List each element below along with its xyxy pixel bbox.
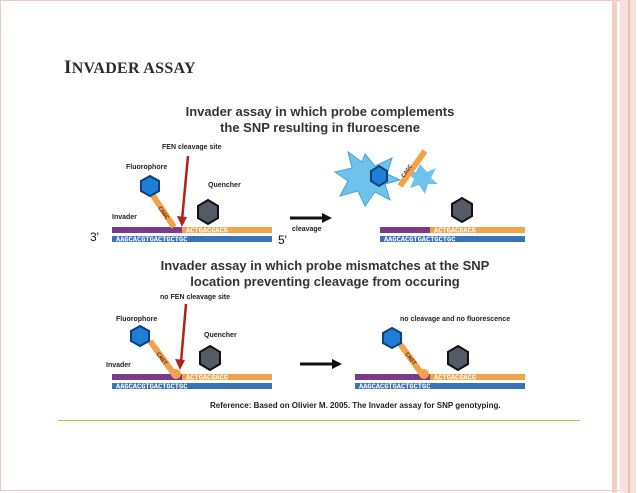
seq-top-left-lower: AAGCACGTGACTGCTGC: [116, 237, 187, 245]
fen-arrowhead-icon: [177, 216, 187, 227]
no-cleavage-arrowhead-icon: [332, 359, 342, 369]
seq-top-right-upper: ACTGACGACG: [434, 228, 476, 236]
fluorophore-icon: [140, 174, 160, 198]
fluorophore-label: Fluorophore: [116, 316, 158, 323]
slide-decor-stripe: [612, 0, 617, 493]
quencher-icon: [447, 344, 469, 372]
slide-title: INVADER ASSAY: [64, 57, 196, 79]
target-strand: [112, 383, 272, 389]
quencher-icon: [199, 344, 221, 372]
cleaved-flap: [397, 149, 428, 188]
seq-top-left-upper: ACTGACGACG: [186, 228, 228, 236]
probe-flap: [147, 339, 177, 376]
fluorophore-icon: [382, 326, 402, 350]
invader-label: Invader: [112, 214, 137, 221]
fluorophore-icon: [130, 324, 150, 348]
fen-cleavage-label: FEN cleavage site: [162, 144, 222, 151]
slide-title-rest: NVADER ASSAY: [71, 60, 196, 77]
three-prime-label: 3': [90, 230, 99, 244]
heading-top: Invader assay in which probe complements…: [170, 104, 470, 136]
no-fen-cleavage-label: no FEN cleavage site: [160, 294, 231, 301]
diagram-graphics: ACTGACGACG AAGCACGTGACTGCTGC ACTGACGACG …: [112, 149, 525, 392]
fluorescence-burst: [333, 150, 402, 207]
cleavage-label: cleavage: [292, 226, 322, 233]
slide-title-cap: I: [64, 57, 72, 78]
fen-arrow: [179, 303, 188, 363]
seq-bottom-right-upper: ACTGACGACG: [434, 375, 476, 383]
cleavage-arrowhead-icon: [322, 213, 332, 223]
bottom-right-panel: [355, 326, 525, 389]
quencher-icon: [451, 196, 473, 224]
seq-bottom-left-lower: AAGCACGTGACTGCTGC: [116, 384, 187, 392]
invader-strand: [112, 227, 182, 233]
five-prime-label: 5': [278, 233, 287, 247]
probe-flap: [147, 189, 177, 229]
heading-bottom: Invader assay in which probe mismatches …: [140, 258, 510, 290]
heading-bottom-line2: location preventing cleavage from occuri…: [190, 274, 460, 289]
invader-strand: [380, 227, 430, 233]
fluorophore-label: Fluorophore: [126, 164, 168, 171]
seq-top-right-lower: AAGCACGTGACTGCTGC: [384, 237, 455, 245]
fluorescence-burst-small: [406, 164, 438, 194]
slide-divider: [58, 420, 580, 421]
quencher-icon: [197, 198, 219, 226]
seq-bottom-left-upper: ACTGACGACG: [186, 375, 228, 383]
reference-note: Reference: Based on Olivier M. 2005. The…: [210, 401, 501, 410]
invader-assay-diagram: Invader assay in which probe complements…: [90, 96, 548, 414]
target-strand: [380, 236, 525, 242]
quencher-label: Quencher: [204, 332, 237, 339]
fen-arrowhead-icon: [175, 359, 185, 370]
probe-strand: [182, 227, 272, 233]
probe-strand: [430, 227, 525, 233]
probe-flap: [397, 342, 425, 376]
seq-bottom-right-lower: AAGCACGTGACTGCTGC: [359, 384, 430, 392]
invader-strand: [355, 374, 430, 380]
target-strand: [355, 383, 525, 389]
invader-label: Invader: [106, 362, 131, 369]
invader-strand: [112, 374, 182, 380]
probe-strand: [430, 374, 525, 380]
probe-strand: [182, 374, 272, 380]
top-left-panel: [112, 155, 272, 242]
quencher-label: Quencher: [208, 182, 241, 189]
target-strand: [112, 236, 272, 242]
slide-decor-stripe: [628, 0, 630, 493]
bottom-left-panel: [112, 303, 272, 389]
heading-top-line1: Invader assay in which probe complements: [185, 104, 455, 119]
mismatch-bulge: [171, 369, 181, 379]
fluorophore-icon: [370, 164, 388, 188]
top-right-panel: [333, 149, 525, 242]
heading-bottom-line1: Invader assay in which probe mismatches …: [160, 258, 490, 273]
fen-arrow: [180, 155, 190, 221]
mismatch-bulge: [419, 369, 429, 379]
no-cleavage-label: no cleavage and no fluorescence: [400, 316, 511, 323]
heading-top-line2: the SNP resulting in fluroescene: [220, 120, 420, 135]
